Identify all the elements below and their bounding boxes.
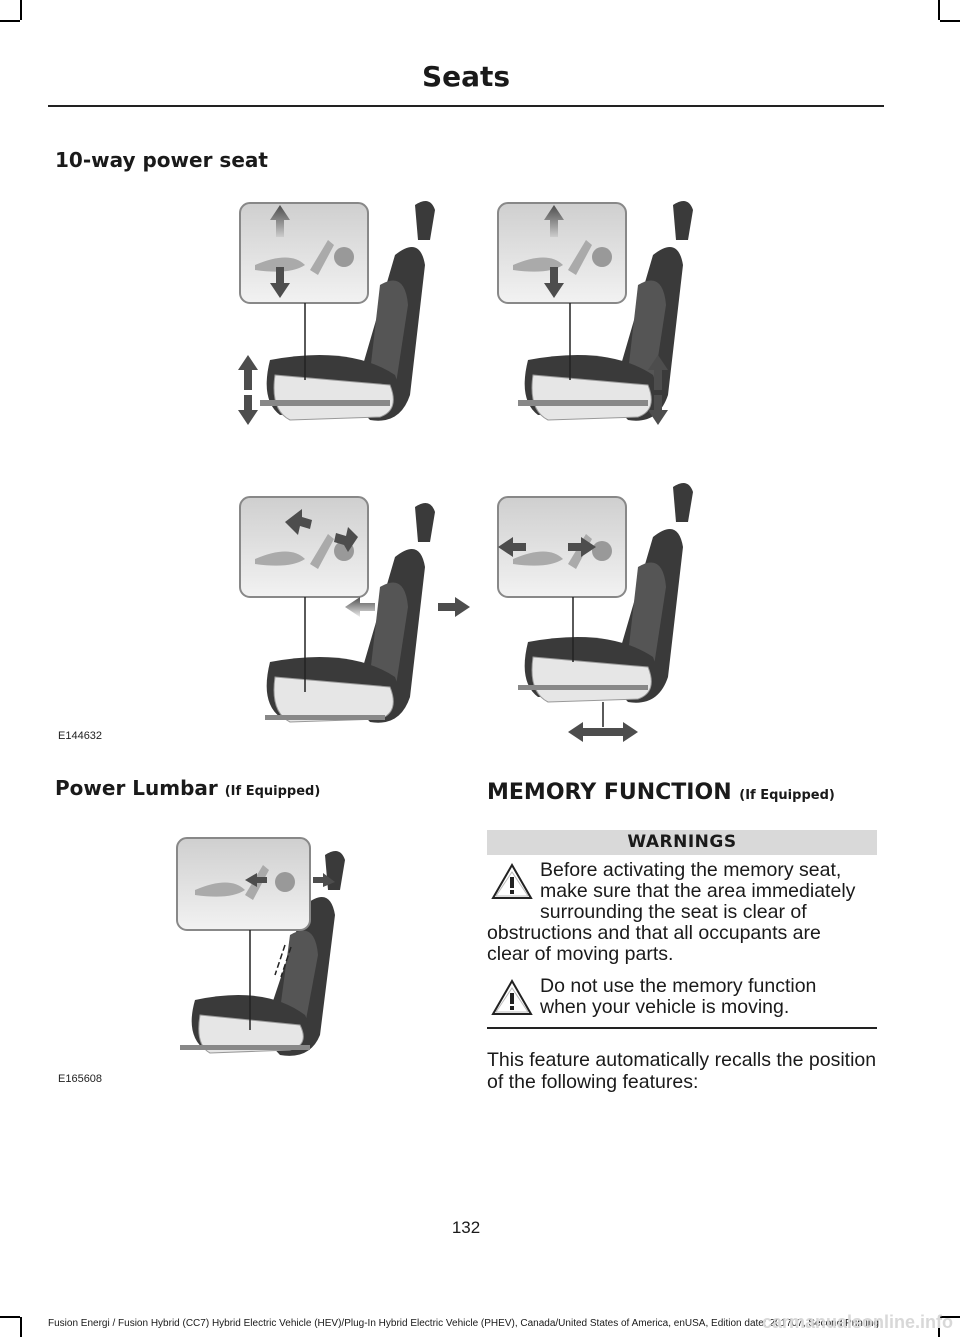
- lumbar-heading-text: Power Lumbar: [55, 776, 218, 800]
- warning-line: obstructions and that all occupants are: [487, 922, 821, 944]
- crop-mark: [20, 1317, 22, 1337]
- section-heading-power-seat: 10-way power seat: [55, 148, 268, 172]
- crop-mark: [20, 0, 22, 20]
- crop-mark: [938, 1317, 940, 1337]
- figure-id: E144632: [58, 730, 103, 742]
- memory-description: This feature automatically recalls the p…: [487, 1049, 877, 1093]
- memory-heading-text: MEMORY FUNCTION: [487, 780, 732, 805]
- warning-line: Do not use the memory function: [540, 975, 817, 997]
- warning-line: make sure that the area immediately: [540, 880, 856, 902]
- page-title: Seats: [421, 60, 511, 93]
- header-divider: [48, 105, 884, 107]
- lumbar-illustration: [176, 837, 345, 1056]
- seat-diagram-bottom-left: [239, 496, 470, 723]
- lumbar-qualifier: (If Equipped): [224, 784, 321, 799]
- warning-triangle-icon: [491, 978, 533, 1015]
- crop-mark: [938, 0, 940, 20]
- footer-text: Fusion Energi / Fusion Hybrid (CC7) Hybr…: [48, 1318, 879, 1329]
- crop-mark: [0, 20, 20, 22]
- section-heading-memory: MEMORY FUNCTION (If Equipped): [487, 780, 835, 805]
- figure-id: E165608: [58, 1073, 103, 1085]
- section-heading-lumbar: Power Lumbar (If Equipped): [55, 776, 320, 800]
- page-number: 132: [451, 1218, 481, 1237]
- crop-mark: [940, 20, 960, 22]
- warning-line: Before activating the memory seat,: [540, 859, 842, 881]
- watermark: carmanualsonline.info: [762, 1312, 954, 1332]
- warning-line: clear of moving parts.: [487, 943, 674, 965]
- crop-mark: [940, 1316, 960, 1318]
- crop-mark: [0, 1316, 20, 1318]
- power-seat-heading-text: 10-way power seat: [55, 148, 268, 172]
- warnings-label: WARNINGS: [487, 830, 877, 855]
- warning-line: when your vehicle is moving.: [540, 996, 790, 1018]
- warnings-divider: [487, 1027, 877, 1029]
- seat-diagram-bottom-right: [497, 483, 693, 742]
- seat-diagram-top-left: [238, 201, 435, 425]
- power-seat-illustration: [238, 201, 693, 742]
- warning-line: surrounding the seat is clear of: [540, 901, 807, 923]
- seat-diagram-top-right: [497, 201, 693, 425]
- warning-triangle-icon: [491, 862, 533, 899]
- memory-qualifier: (If Equipped): [739, 788, 835, 803]
